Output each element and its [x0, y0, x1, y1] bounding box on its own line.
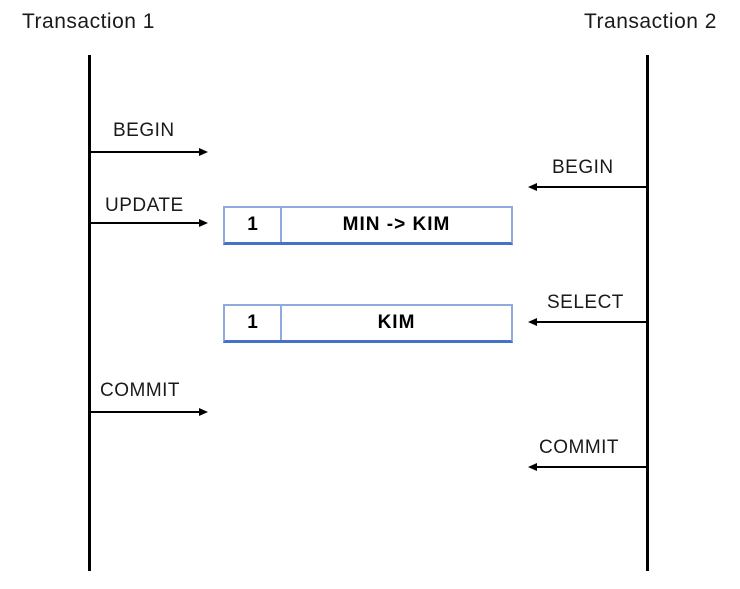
t2-commit-label: COMMIT: [539, 437, 620, 458]
t1-begin-label: BEGIN: [113, 120, 175, 141]
arrowhead-left-icon: [528, 463, 537, 471]
t1-commit-arrow: [89, 408, 208, 416]
transaction-2-lifeline: [646, 55, 649, 571]
row-id-cell: 1: [225, 306, 282, 340]
t2-commit-arrow: [528, 463, 647, 471]
t2-select-arrow: [528, 318, 647, 326]
row-id-cell: 1: [225, 208, 282, 242]
row-value-cell: KIM: [377, 312, 416, 333]
t1-commit-label: COMMIT: [100, 380, 181, 401]
arrowhead-left-icon: [528, 318, 537, 326]
t2-select-label: SELECT: [547, 292, 624, 313]
transaction-2-title: Transaction 2: [584, 10, 717, 33]
t1-update-arrow: [89, 219, 208, 227]
arrowhead-right-icon: [199, 219, 208, 227]
row-snapshot-table-update: 1 MIN -> KIM: [223, 206, 513, 245]
arrowhead-right-icon: [199, 148, 208, 156]
row-snapshot-table-select: 1 KIM: [223, 304, 513, 343]
t1-update-label: UPDATE: [105, 195, 184, 216]
transaction-1-title: Transaction 1: [22, 10, 155, 33]
t1-begin-arrow: [89, 148, 208, 156]
transaction-1-lifeline: [88, 55, 91, 571]
row-value-cell: MIN -> KIM: [342, 214, 451, 235]
t2-begin-label: BEGIN: [552, 157, 614, 178]
t2-begin-arrow: [528, 183, 647, 191]
arrowhead-right-icon: [199, 408, 208, 416]
arrowhead-left-icon: [528, 183, 537, 191]
